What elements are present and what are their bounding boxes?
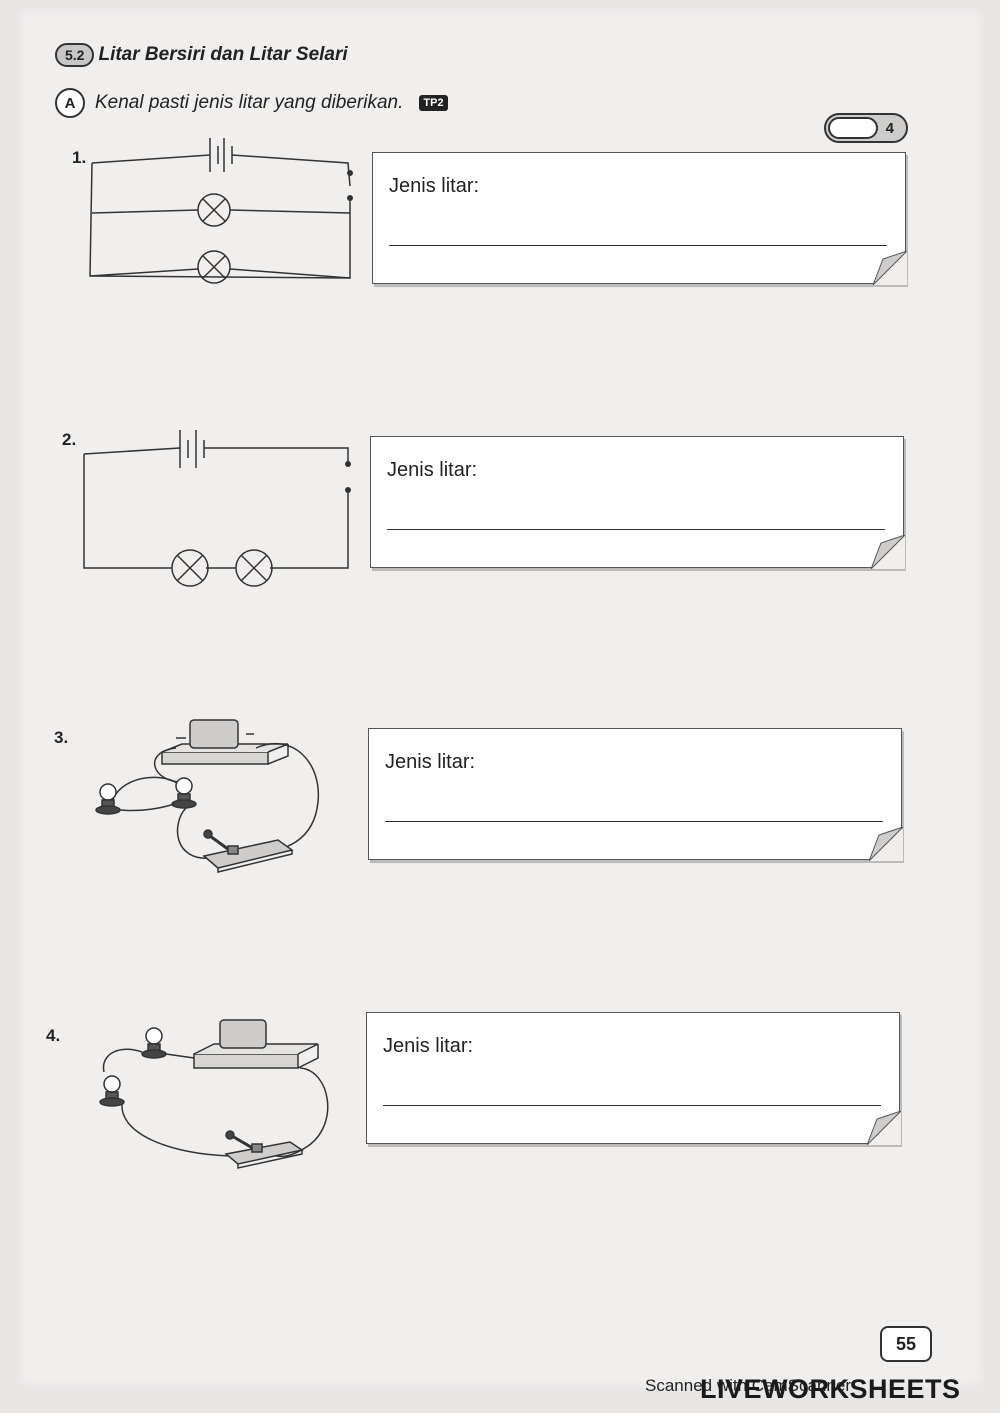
answer-line-1[interactable]: [389, 245, 887, 246]
parallel-circuit-diagram-1: [89, 138, 353, 284]
answer-card-4: Jenis litar:: [366, 1012, 901, 1145]
answer-label-2: Jenis litar:: [387, 459, 478, 481]
activity-badge: A: [55, 88, 85, 118]
score-max: 4: [885, 119, 894, 137]
answer-card-1: Jenis litar:: [372, 152, 907, 285]
question-number-2: 2.: [62, 430, 77, 449]
answer-line-3[interactable]: [385, 821, 883, 822]
circuit-picture-3: [95, 719, 320, 873]
instruction-text: Kenal pasti jenis litar yang diberikan.: [95, 92, 404, 113]
answer-label-1: Jenis litar:: [389, 175, 480, 197]
answer-line-2[interactable]: [387, 529, 885, 530]
answer-card-3: Jenis litar:: [368, 728, 903, 861]
answer-label-3: Jenis litar:: [385, 751, 476, 773]
answer-label-4: Jenis litar:: [383, 1035, 474, 1057]
scanner-watermark: Scanned with CamScanner: [645, 1376, 852, 1395]
question-number-3: 3.: [54, 728, 69, 747]
question-number-1: 1.: [72, 148, 87, 167]
page-number: 55: [880, 1326, 932, 1362]
instruction: A Kenal pasti jenis litar yang diberikan…: [55, 88, 448, 118]
level-badge: TP2: [419, 95, 448, 111]
section-heading: 5.2 Litar Bersiri dan Litar Selari: [55, 40, 348, 70]
page-curl-icon: [871, 535, 905, 569]
section-title: Litar Bersiri dan Litar Selari: [98, 44, 348, 65]
page-curl-icon: [869, 827, 903, 861]
score-box: 4: [824, 113, 908, 143]
question-number-4: 4.: [46, 1026, 61, 1045]
page-curl-icon: [873, 251, 907, 285]
series-circuit-diagram-2: [83, 430, 351, 587]
section-number-badge: 5.2: [55, 43, 95, 67]
answer-line-4[interactable]: [383, 1105, 881, 1106]
liveworksheets-logo: LIVEWORKSHEETS: [700, 1374, 961, 1404]
page-curl-icon: [867, 1111, 901, 1145]
score-input[interactable]: [828, 117, 878, 139]
circuit-picture-4: [99, 1019, 329, 1169]
answer-card-2: Jenis litar:: [370, 436, 905, 569]
